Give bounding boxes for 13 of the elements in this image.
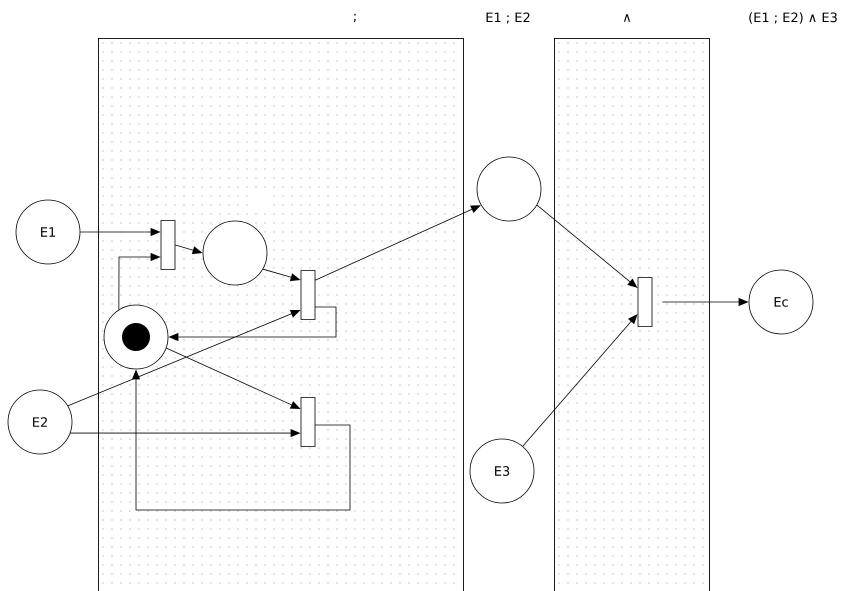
- place-circle: [202, 220, 268, 286]
- expression-label: (E1 ; E2) ∧ E3: [749, 12, 837, 24]
- transition-bar: [160, 220, 176, 270]
- node-label: ;: [354, 14, 356, 22]
- expression-label: E1 ; E2: [486, 12, 530, 24]
- place-circle: [476, 156, 542, 222]
- transition-bar: [300, 397, 316, 447]
- panel: ;: [98, 14, 464, 591]
- transition-bar: [300, 270, 316, 320]
- transition-bar: [638, 277, 652, 327]
- token-place: [104, 304, 168, 370]
- node-label: ∧: [624, 14, 630, 22]
- panel: ∧: [554, 14, 710, 591]
